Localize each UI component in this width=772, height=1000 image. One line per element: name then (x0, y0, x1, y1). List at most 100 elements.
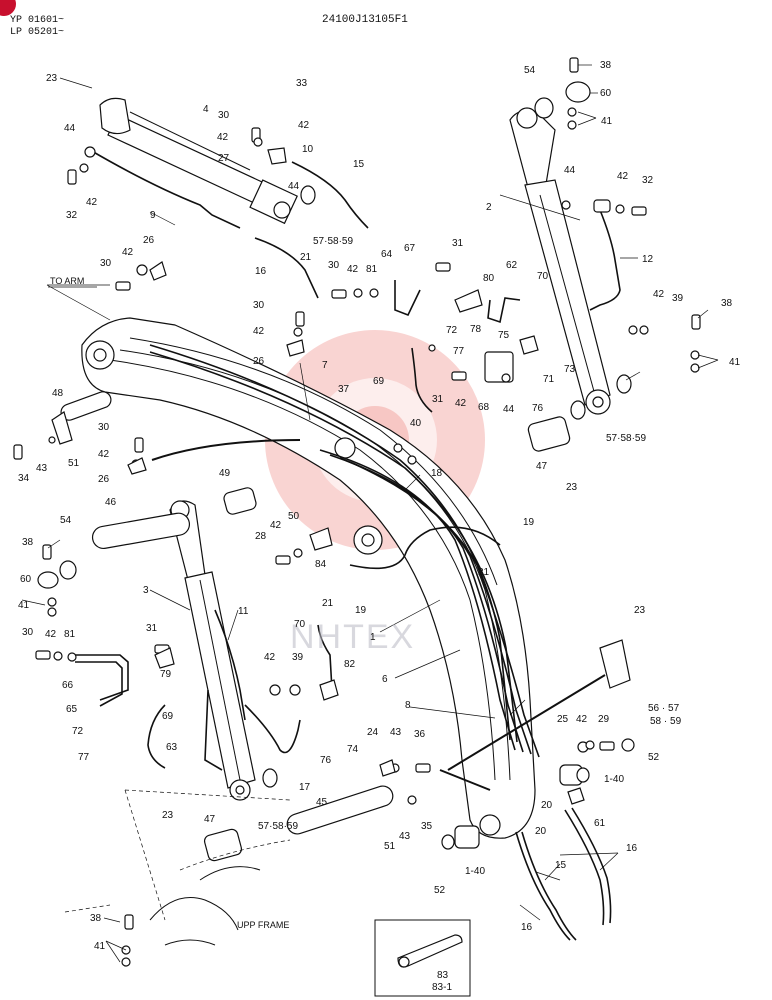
callout-36: 36 (414, 729, 426, 740)
callout-42i: 42 (455, 398, 467, 409)
callout-52b: 52 (434, 885, 446, 896)
callout-16: 16 (255, 266, 267, 277)
serial-range-2: LP 05201~ (10, 27, 64, 38)
pin-45 (286, 785, 394, 835)
callout-57-58-59-c: 57·58·59 (258, 821, 298, 832)
hose-15-lower-b (521, 831, 577, 941)
pipe-12 (589, 209, 621, 311)
callout-34: 34 (18, 473, 30, 484)
callout-57-58-59-b: 57·58·59 (606, 433, 646, 444)
callout-57-58-59: 57·58·59 (313, 236, 353, 247)
caption-upp-frame: UPP FRAME (237, 920, 289, 930)
callout-49: 49 (219, 468, 231, 479)
callout-82: 82 (344, 659, 356, 670)
callout-42d: 42 (122, 247, 134, 258)
callout-12: 12 (642, 254, 654, 265)
callout-23b: 23 (566, 482, 578, 493)
hose-15-upper (291, 161, 369, 229)
plate-25 (599, 639, 631, 689)
callout-9: 9 (150, 210, 156, 221)
callout-30d: 30 (328, 260, 340, 271)
callout-83-1: 83-1 (432, 982, 452, 993)
callout-31: 31 (452, 238, 464, 249)
callout-42e: 42 (253, 326, 265, 337)
bushing-47-left (203, 828, 243, 862)
callout-32b: 32 (642, 175, 654, 186)
callout-81b: 81 (64, 629, 76, 640)
callout-26: 26 (143, 235, 155, 246)
callout-23d: 23 (162, 810, 174, 821)
pipe-line-2 (447, 674, 606, 771)
pipe-12-clamp (593, 199, 611, 213)
reference-lines (64, 789, 291, 921)
pipe-62 (487, 297, 521, 324)
pipe-9-fitting (84, 146, 96, 158)
callout-21c: 21 (322, 598, 334, 609)
callout-72: 72 (446, 325, 458, 336)
hose-15-lower (515, 831, 571, 941)
callout-70b: 70 (294, 619, 306, 630)
boom-cylinder-left (169, 500, 256, 801)
drawing-number: 24100J13105F1 (322, 14, 408, 26)
callout-42k: 42 (270, 520, 282, 531)
pipe-line-3 (439, 769, 491, 791)
callout-80: 80 (483, 273, 495, 284)
callout-6: 6 (382, 674, 388, 685)
leader-lines (21, 64, 719, 963)
callout-3: 3 (143, 585, 149, 596)
callout-30c: 30 (253, 300, 265, 311)
callout-75: 75 (498, 330, 510, 341)
callout-29: 29 (598, 714, 610, 725)
callout-69b: 69 (162, 711, 174, 722)
callout-42c: 42 (86, 197, 98, 208)
washer-54-top (534, 97, 554, 119)
callout-84: 84 (315, 559, 327, 570)
callout-21: 21 (300, 252, 312, 263)
callout-74: 74 (347, 744, 359, 755)
collar-1-40 (454, 764, 583, 849)
callout-41c: 41 (18, 600, 30, 611)
callout-4: 4 (203, 104, 209, 115)
callout-21b: 21 (478, 567, 490, 578)
pipe-65-66-b (75, 661, 123, 707)
callout-40: 40 (410, 418, 422, 429)
clip-set (51, 147, 585, 805)
upper-frame-sketch (149, 866, 261, 946)
pipe-63 (204, 689, 223, 771)
callout-41: 41 (601, 116, 613, 127)
callout-38c: 38 (22, 537, 34, 548)
callout-38b: 38 (721, 298, 733, 309)
callout-71: 71 (543, 374, 555, 385)
callout-37: 37 (338, 384, 350, 395)
pin-48 (60, 391, 112, 421)
callout-42l: 42 (45, 629, 57, 640)
callout-28: 28 (255, 531, 267, 542)
callout-38: 38 (600, 60, 612, 71)
callout-labels: 23 33 4 30 42 44 42 10 27 15 44 32 42 9 … (18, 60, 741, 993)
callout-51b: 51 (384, 841, 396, 852)
collar-60-left (37, 571, 59, 589)
callout-23: 23 (46, 73, 58, 84)
callout-81: 81 (366, 264, 378, 275)
callout-73: 73 (564, 364, 576, 375)
callout-30: 30 (218, 110, 230, 121)
callout-17: 17 (299, 782, 311, 793)
callout-32: 32 (66, 210, 78, 221)
callout-39: 39 (672, 293, 684, 304)
inset-box-83 (374, 919, 471, 997)
callout-76b: 76 (320, 755, 332, 766)
callout-52: 52 (648, 752, 660, 763)
bushing-47-right (527, 416, 571, 452)
callout-41b: 41 (729, 357, 741, 368)
callout-41d: 41 (94, 941, 106, 952)
callout-11: 11 (238, 606, 249, 617)
callout-19b: 19 (355, 605, 367, 616)
callout-54b: 54 (60, 515, 72, 526)
callout-42f: 42 (617, 171, 629, 182)
callout-62: 62 (506, 260, 518, 271)
callout-1-40-b: 1-40 (465, 866, 485, 877)
callout-42m: 42 (264, 652, 276, 663)
callout-23c: 23 (634, 605, 646, 616)
pipe-line (151, 439, 301, 461)
callout-54: 54 (524, 65, 536, 76)
